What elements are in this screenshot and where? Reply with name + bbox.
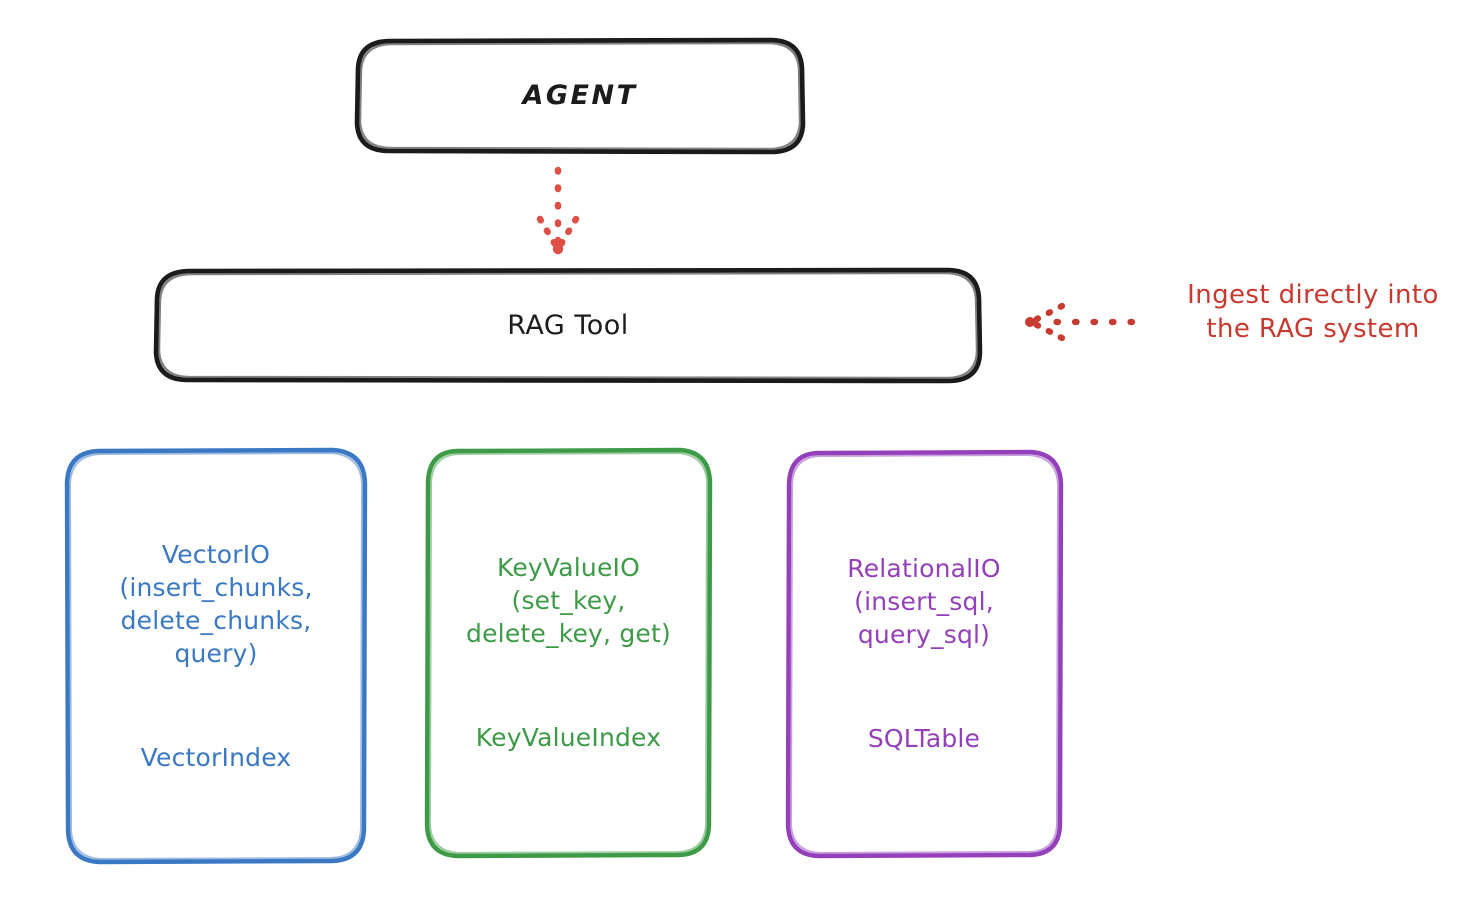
- key-value-io-label: KeyValueIO (set_key, delete_key, get) Ke…: [427, 450, 710, 855]
- relational-io-label: RelationalIO (insert_sql, query_sql) SQL…: [788, 452, 1060, 855]
- relational-io-api-label: RelationalIO (insert_sql, query_sql): [847, 553, 1001, 649]
- sql-table-label: SQLTable: [867, 724, 981, 754]
- vector-io-api-label: VectorIO (insert_chunks, delete_chunks, …: [119, 539, 313, 668]
- agent-label: AGENT: [522, 80, 638, 112]
- key-value-index-label: KeyValueIndex: [475, 723, 662, 753]
- key-value-io-api-label: KeyValueIO (set_key, delete_key, get): [466, 552, 671, 648]
- connector-note-to-rag-tool: [1025, 302, 1136, 342]
- rag-tool-label: RAG Tool: [507, 309, 629, 341]
- connector-agent-to-rag-tool: [536, 166, 580, 255]
- ingest-annotation-text: Ingest directly into the RAG system: [1187, 280, 1439, 344]
- vector-index-label: VectorIndex: [140, 743, 292, 773]
- vector-io-label: VectorIO (insert_chunks, delete_chunks, …: [67, 450, 365, 862]
